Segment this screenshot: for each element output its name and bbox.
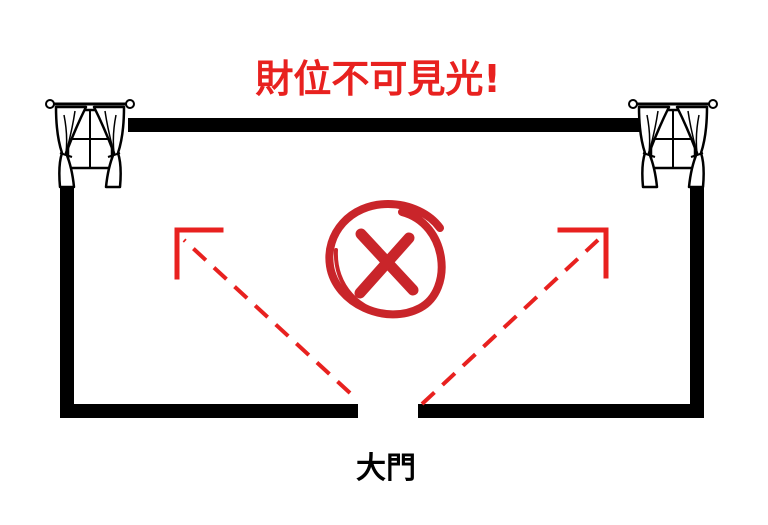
curtained-window-icon-right [627, 98, 719, 189]
x-circle-icon [325, 199, 446, 319]
right-wall [690, 186, 704, 418]
dashed-arrow-icon-right [420, 227, 609, 406]
bottom-left-wall [60, 404, 358, 418]
dashed-arrow-icon-left [174, 227, 352, 395]
curtained-window-icon-left [44, 98, 136, 189]
top-wall [128, 118, 640, 132]
warning-title: 財位不可見光! [255, 57, 500, 101]
bottom-right-wall [418, 404, 704, 418]
main-door-label: 大門 [356, 451, 416, 486]
room-walls [60, 118, 704, 418]
left-wall [60, 186, 74, 418]
